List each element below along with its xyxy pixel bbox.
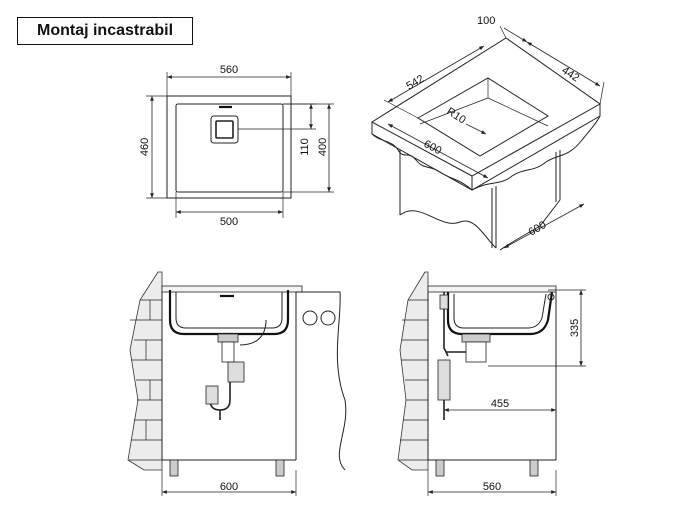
drain-outer: [210, 115, 239, 144]
dim-line-600-iso: [387, 123, 489, 179]
dim-line-542: [387, 45, 485, 103]
countertop-cut-side: [471, 115, 601, 191]
sink-inner-outline: [175, 103, 284, 193]
dim-label-600-iso: 600: [422, 138, 444, 157]
page-title: Montaj incastrabil: [17, 17, 193, 45]
pipe-circle-2: [320, 310, 336, 326]
front-view: 600: [127, 271, 347, 496]
side-view: 335 455 560: [397, 271, 586, 496]
dim-line-100: [503, 27, 528, 43]
drain-inner: [215, 120, 234, 139]
dim-label-460: 460: [139, 138, 151, 156]
dim-label-455: 455: [491, 398, 509, 410]
dim-line-442: [526, 41, 601, 87]
dim-line-600-depth: [503, 203, 585, 249]
sink-bowl-side: [446, 291, 554, 336]
dim-label-560-side: 560: [483, 481, 501, 493]
dim-label-r10: R10: [444, 105, 467, 126]
dim-label-500: 500: [220, 216, 238, 228]
pipe-circle-1: [302, 310, 318, 326]
dim-label-110: 110: [299, 138, 311, 156]
dim-label-100: 100: [477, 15, 495, 27]
iso-view: 100 442 542 R10 600 600: [371, 15, 605, 251]
dim-label-335: 335: [569, 319, 581, 337]
dim-label-442: 442: [559, 64, 581, 84]
top-view: 560 460 500 110 400: [139, 64, 334, 228]
dim-label-400: 400: [317, 138, 329, 156]
dim-label-600-front: 600: [220, 481, 238, 493]
dim-label-560: 560: [220, 64, 238, 76]
sink-outer-outline: [166, 95, 292, 199]
dim-label-600-depth: 600: [527, 219, 549, 239]
